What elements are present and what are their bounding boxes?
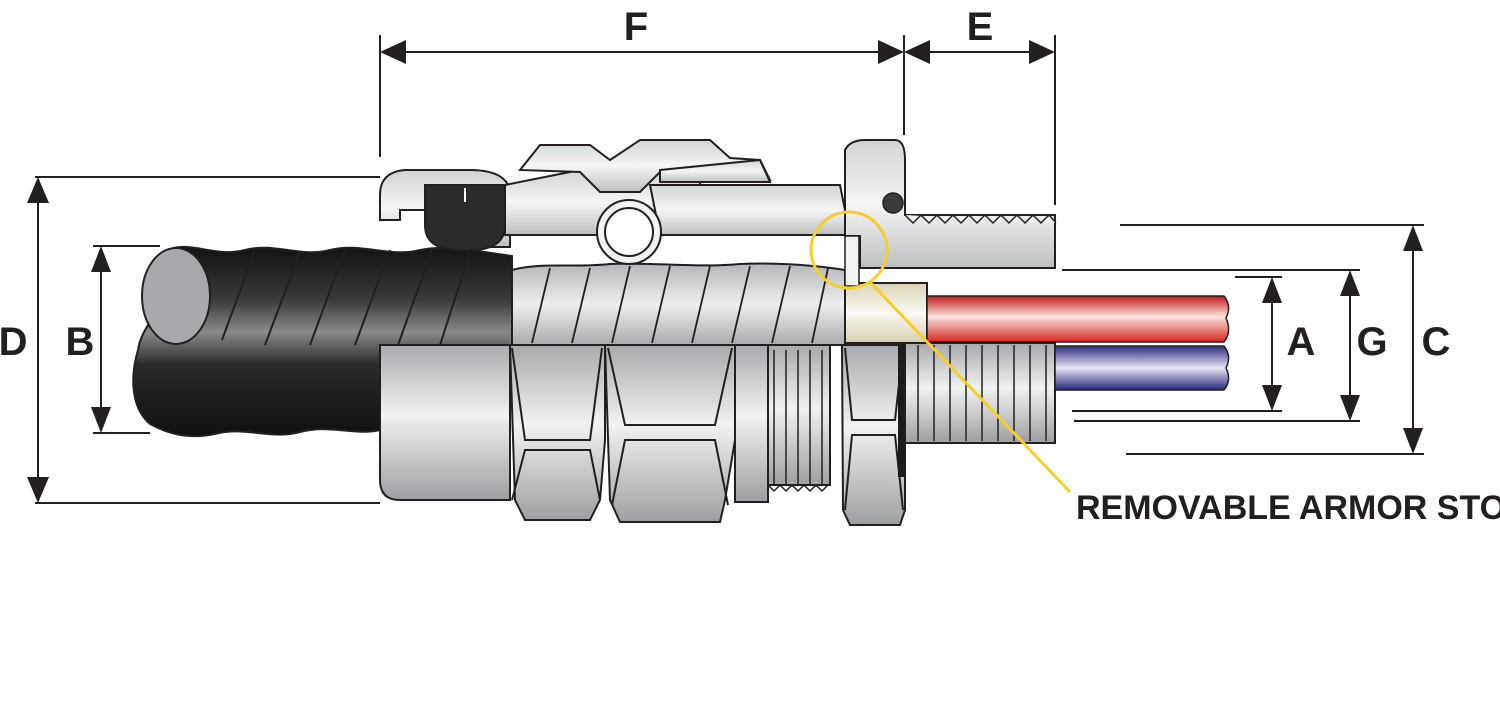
dimension-label-f: F bbox=[624, 5, 648, 49]
conductors bbox=[904, 295, 1230, 444]
callout-label: REMOVABLE ARMOR STOP bbox=[1076, 489, 1500, 527]
armor-stop bbox=[844, 235, 928, 344]
dimension-label-a: A bbox=[1287, 320, 1316, 364]
dimension-label-d: D bbox=[0, 320, 27, 364]
dimension-label-c: C bbox=[1422, 320, 1451, 364]
callout-leader bbox=[868, 280, 1072, 494]
dimension-label-e: E bbox=[967, 5, 994, 49]
armored-cable bbox=[132, 245, 513, 438]
gland-section-top bbox=[379, 139, 1057, 269]
dimension-label-g: G bbox=[1356, 320, 1387, 364]
callout-circle bbox=[809, 210, 889, 290]
gland-body bbox=[379, 262, 906, 526]
dimension-label-b: B bbox=[66, 320, 95, 364]
armor-stop-callout: REMOVABLE ARMOR STOP bbox=[809, 210, 1500, 527]
dimension-letters: F E D B A G C bbox=[0, 5, 1450, 364]
dimension-lines bbox=[27, 35, 1424, 504]
